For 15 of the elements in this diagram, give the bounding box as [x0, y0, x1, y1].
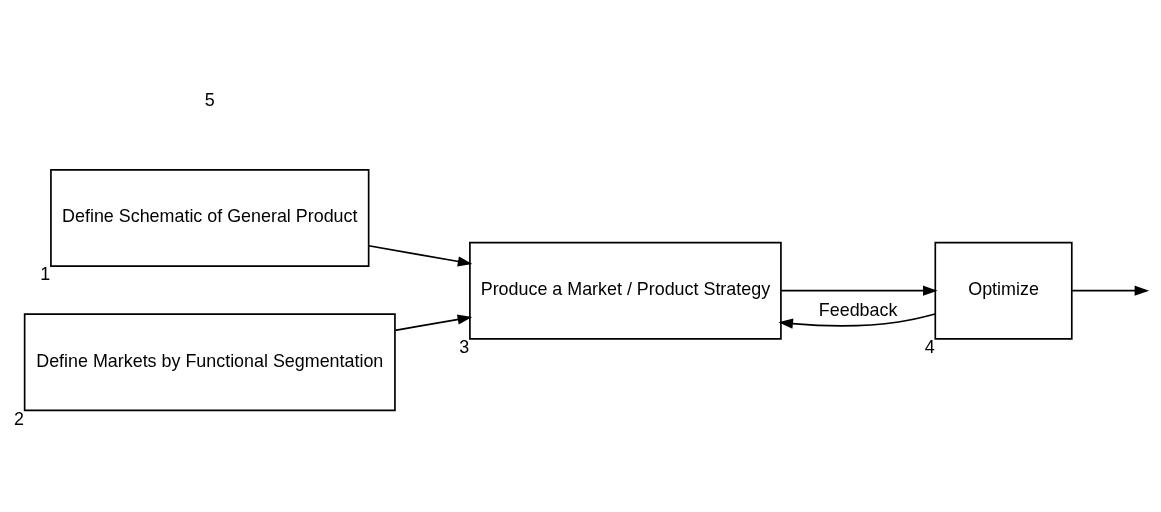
node-label: 1	[40, 264, 51, 285]
node-label: 2	[14, 408, 25, 429]
node-box: Define Schematic of General Product	[50, 169, 370, 267]
arrow	[394, 314, 473, 332]
arrow	[367, 244, 473, 267]
label: 5	[204, 89, 215, 110]
node-box: Optimize	[934, 241, 1073, 340]
node-label: 4	[924, 337, 935, 358]
node-label: 3	[459, 337, 470, 358]
edge-label: Feedback	[818, 300, 898, 321]
node-box: Define Markets by Functional Segmentation	[23, 313, 396, 412]
arrow	[778, 313, 936, 329]
arrow	[780, 285, 938, 296]
arrow	[1071, 285, 1150, 296]
node-box: Produce a Market / Product Strategy	[469, 241, 782, 340]
